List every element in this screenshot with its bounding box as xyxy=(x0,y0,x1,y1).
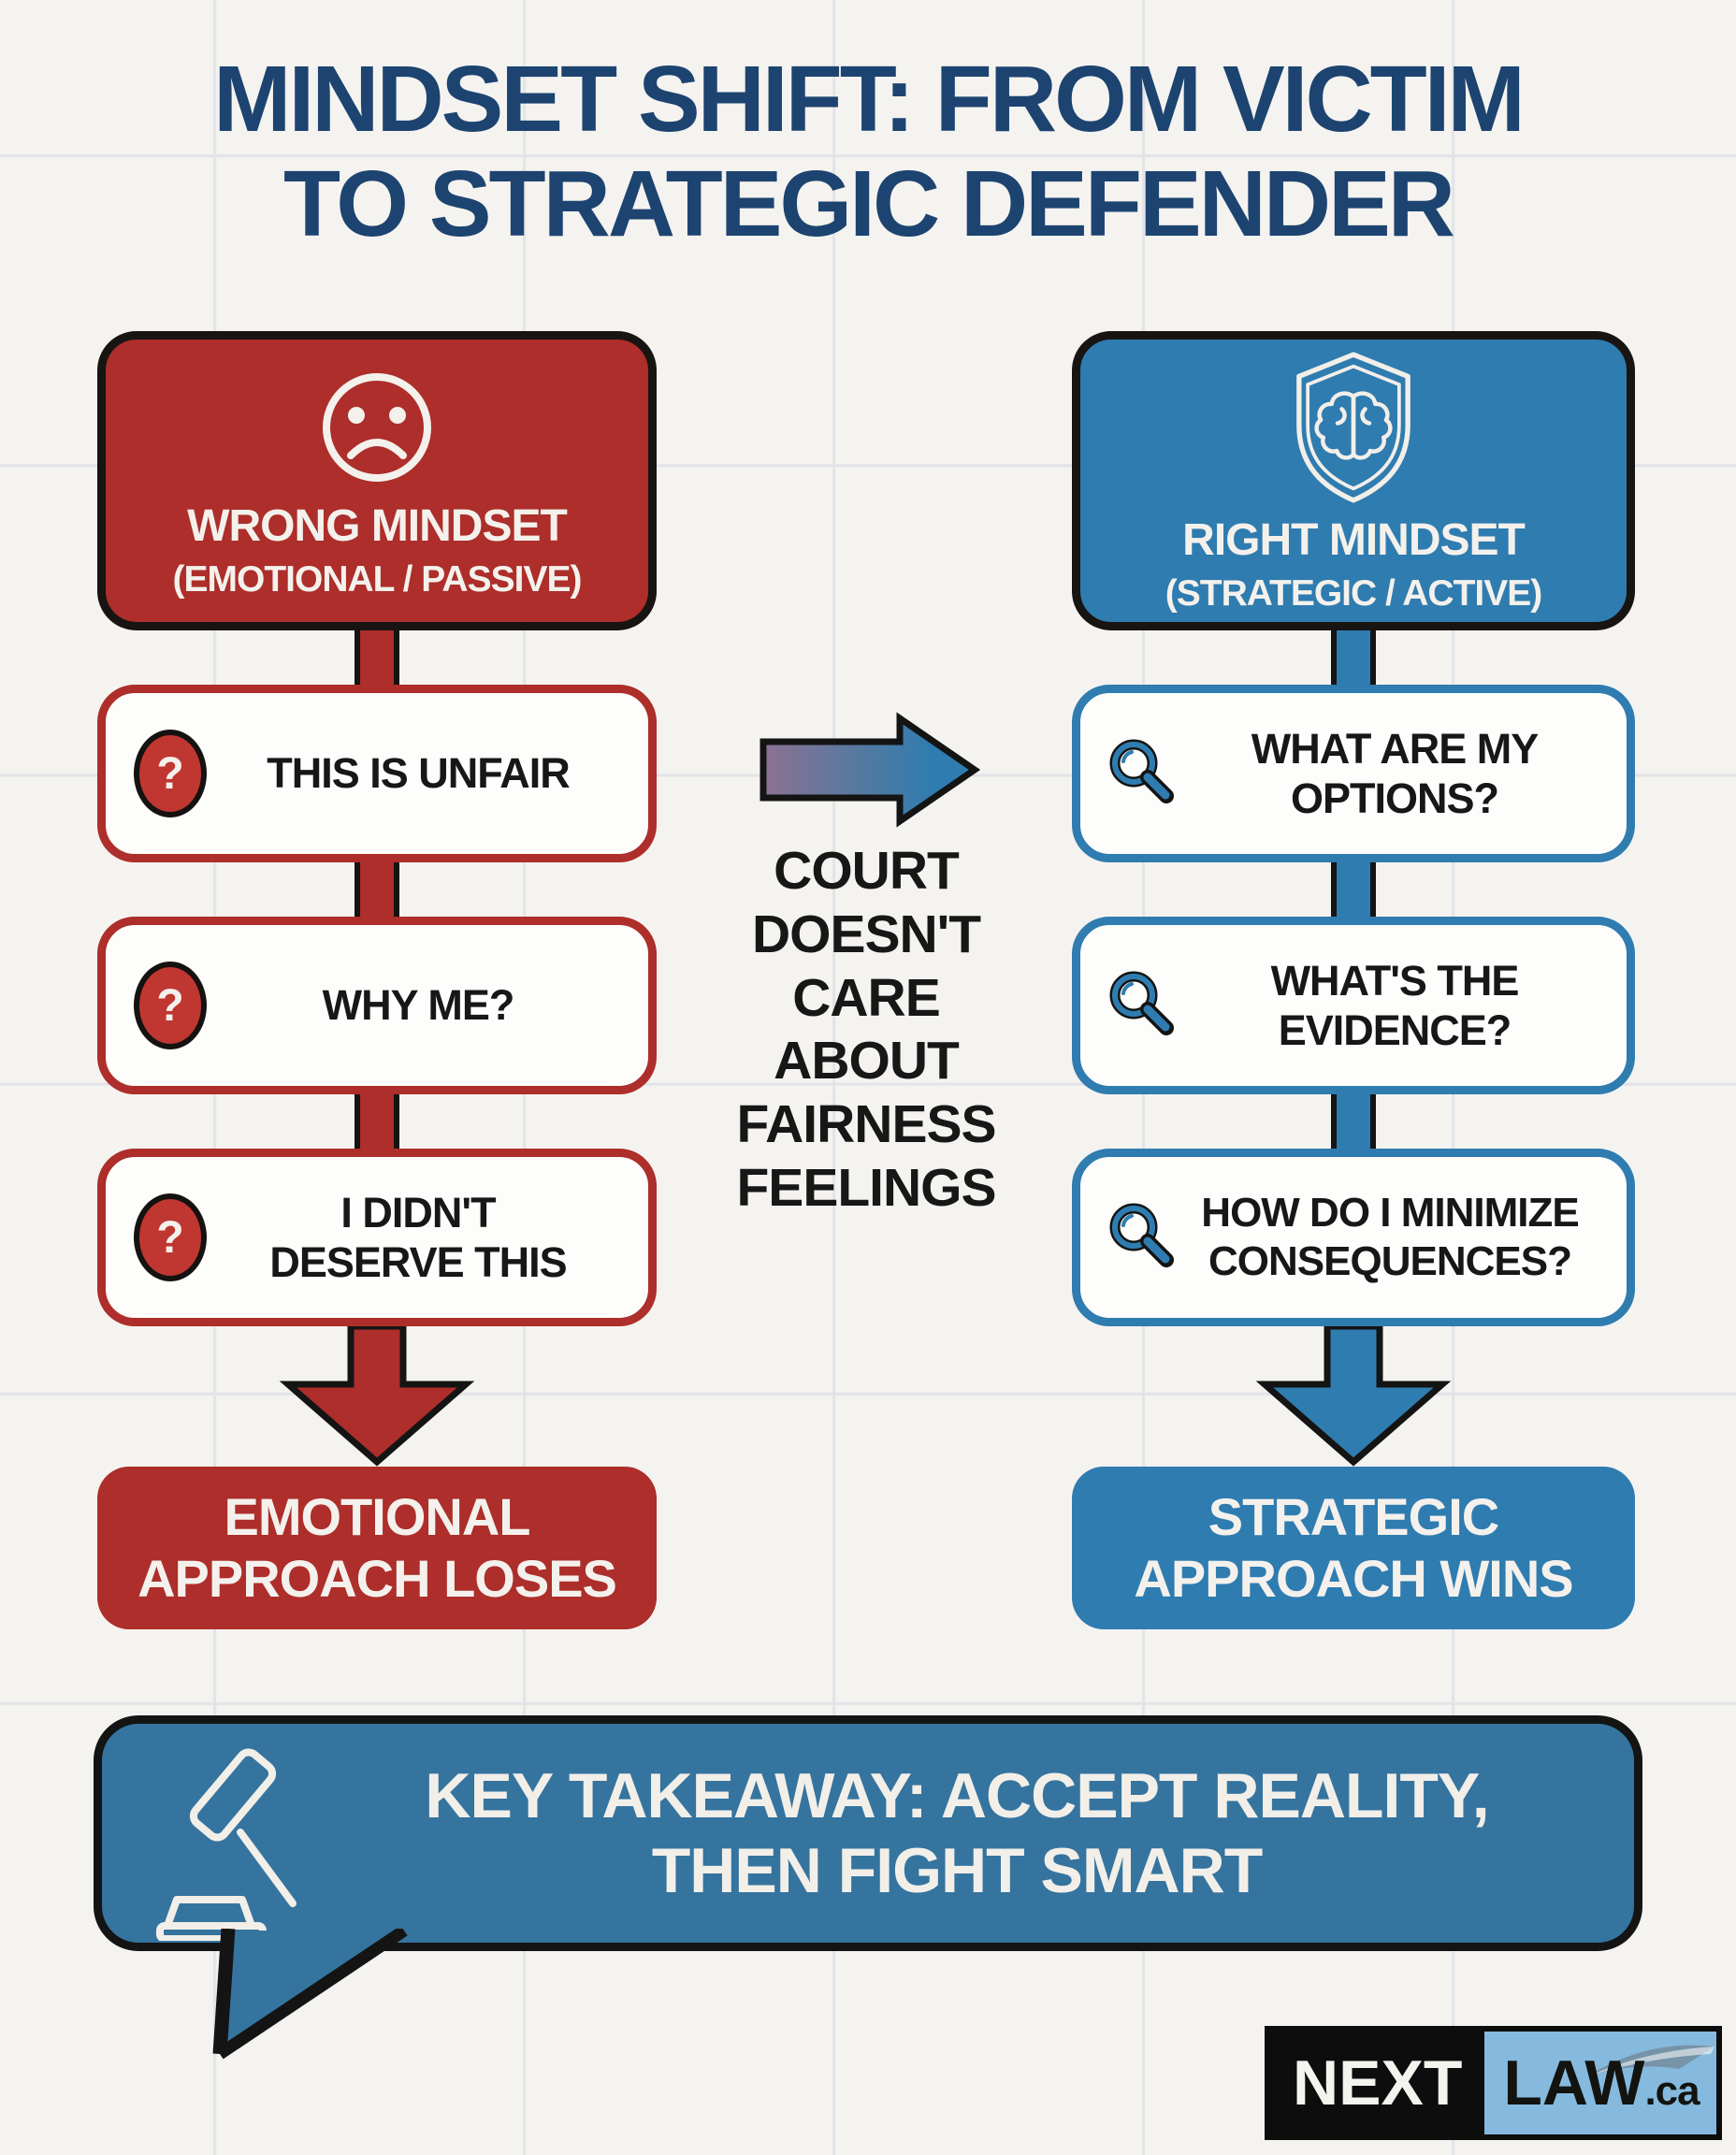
takeaway-line1: KEY TAKEAWAY: ACCEPT REALITY, xyxy=(425,1759,1489,1831)
emotional-result-line2: APPROACH LOSES xyxy=(137,1549,617,1608)
right-item-1: WHAT ARE MY OPTIONS? xyxy=(1072,685,1635,862)
question-mark-icon: ? xyxy=(134,962,207,1049)
magnifier-icon xyxy=(1109,739,1174,803)
key-takeaway-bubble: KEY TAKEAWAY: ACCEPT REALITY, THEN FIGHT… xyxy=(94,1715,1642,1951)
wrong-mindset-subtitle: (EMOTIONAL / PASSIVE) xyxy=(172,558,583,600)
wrong-item-2-label: WHY ME? xyxy=(322,981,515,1030)
court-note-line: COURT xyxy=(774,841,960,901)
sad-face-icon xyxy=(323,373,431,483)
right-item-2: WHAT'S THE EVIDENCE? xyxy=(1072,917,1635,1094)
emotional-result-line1: EMOTIONAL xyxy=(224,1487,531,1547)
wrong-mindset-header: WRONG MINDSET (EMOTIONAL / PASSIVE) xyxy=(97,331,657,630)
takeaway-line2: THEN FIGHT SMART xyxy=(651,1835,1264,1906)
page-title-line2: TO STRATEGIC DEFENDER xyxy=(282,152,1455,256)
connector-blue xyxy=(1331,630,1376,685)
gavel-icon xyxy=(156,1748,297,1941)
right-item-2-label: WHAT'S THE xyxy=(1270,956,1520,1005)
page-title-line1: MINDSET SHIFT: FROM VICTIM xyxy=(213,47,1526,152)
emotional-result-box: EMOTIONAL APPROACH LOSES xyxy=(97,1467,657,1629)
page-title: MINDSET SHIFT: FROM VICTIM TO STRATEGIC … xyxy=(0,47,1736,256)
wrong-item-1-label: THIS IS UNFAIR xyxy=(267,749,571,798)
connector-red xyxy=(354,862,399,917)
wrong-mindset-column: WRONG MINDSET (EMOTIONAL / PASSIVE) ? TH… xyxy=(97,331,657,1629)
logo-ca-text: .ca xyxy=(1644,2068,1700,2114)
right-mindset-subtitle: (STRATEGIC / ACTIVE) xyxy=(1165,572,1542,614)
down-arrow-red-icon xyxy=(279,1326,475,1467)
magnifier-icon xyxy=(1109,1203,1174,1267)
logo-law-section: LAW.ca xyxy=(1484,2032,1716,2134)
connector-blue xyxy=(1331,1094,1376,1149)
connector-red xyxy=(354,1094,399,1149)
strategic-result-line1: STRATEGIC xyxy=(1208,1487,1499,1547)
down-arrow-blue-icon xyxy=(1255,1326,1452,1467)
wrong-item-3: ? I DIDN'T DESERVE THIS xyxy=(97,1149,657,1326)
court-note-line: FEELINGS xyxy=(736,1158,996,1219)
wrong-item-3-label: I DIDN'T xyxy=(340,1188,496,1237)
right-item-3: HOW DO I MINIMIZE CONSEQUENCES? xyxy=(1072,1149,1635,1326)
strategic-result-box: STRATEGIC APPROACH WINS xyxy=(1072,1467,1635,1629)
strategic-result-line2: APPROACH WINS xyxy=(1134,1549,1573,1608)
question-glyph: ? xyxy=(156,1212,184,1263)
court-note: COURT DOESN'T CARE ABOUT FAIRNESS FEELIN… xyxy=(720,840,1012,1221)
speech-bubble-tail xyxy=(212,1929,408,2060)
right-mindset-column: RIGHT MINDSET (STRATEGIC / ACTIVE) WHAT … xyxy=(1072,331,1635,1629)
wrong-item-1: ? THIS IS UNFAIR xyxy=(97,685,657,862)
logo-next-text: NEXT xyxy=(1270,2032,1485,2134)
logo-swoosh-icon xyxy=(1586,2045,1714,2076)
question-glyph: ? xyxy=(156,748,184,799)
court-note-line: DOESN'T xyxy=(751,904,981,964)
connector-blue xyxy=(1331,862,1376,917)
right-mindset-title: RIGHT MINDSET xyxy=(1182,515,1526,566)
right-item-1-label: WHAT ARE MY xyxy=(1251,724,1539,773)
connector-red xyxy=(354,630,399,685)
wrong-mindset-title: WRONG MINDSET xyxy=(187,501,568,552)
court-note-line: ABOUT xyxy=(774,1031,960,1092)
nextlaw-logo: NEXT LAW.ca xyxy=(1265,2026,1722,2140)
right-mindset-header: RIGHT MINDSET (STRATEGIC / ACTIVE) xyxy=(1072,331,1635,630)
right-arrow-icon xyxy=(760,712,981,828)
wrong-item-2: ? WHY ME? xyxy=(97,917,657,1094)
shield-brain-icon xyxy=(1296,352,1410,503)
logo-law-text: LAW xyxy=(1503,2047,1645,2119)
magnifier-icon xyxy=(1109,971,1174,1035)
question-glyph: ? xyxy=(156,980,184,1031)
right-item-3-label: HOW DO I MINIMIZE xyxy=(1201,1190,1579,1237)
court-note-line: FAIRNESS xyxy=(736,1094,996,1155)
question-mark-icon: ? xyxy=(134,1193,207,1281)
court-note-line: CARE xyxy=(792,967,941,1028)
question-mark-icon: ? xyxy=(134,730,207,817)
